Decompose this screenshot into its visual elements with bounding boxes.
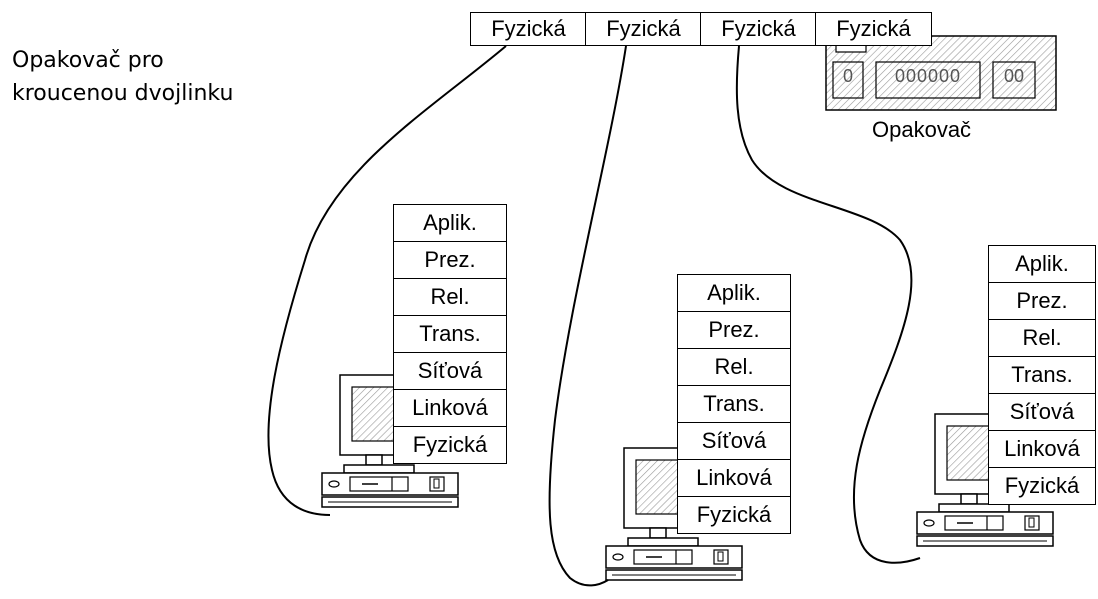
cable-1 — [267, 45, 507, 516]
layer-application: Aplik. — [988, 245, 1096, 283]
cable-2 — [548, 45, 627, 587]
caption-line-2: kroucenou dvojlinku — [12, 81, 234, 106]
layer-application: Aplik. — [677, 274, 791, 312]
layer-session: Rel. — [677, 348, 791, 386]
layer-session: Rel. — [393, 278, 507, 316]
layer-transport: Trans. — [677, 385, 791, 423]
layer-network: Síťová — [677, 422, 791, 460]
caption-line-1: Opakovač pro — [12, 48, 164, 73]
repeater-label: Opakovač — [872, 117, 972, 142]
layer-network: Síťová — [393, 352, 507, 390]
layer-application: Aplik. — [393, 204, 507, 242]
repeater-port-4: Fyzická — [815, 12, 932, 46]
layer-physical: Fyzická — [988, 467, 1096, 505]
layer-presentation: Prez. — [988, 282, 1096, 320]
layer-physical: Fyzická — [677, 496, 791, 534]
layer-session: Rel. — [988, 319, 1096, 357]
layer-network: Síťová — [988, 393, 1096, 431]
layer-datalink: Linková — [393, 389, 507, 427]
layer-presentation: Prez. — [393, 241, 507, 279]
caption: Opakovač pro kroucenou dvojlinku — [12, 44, 233, 110]
repeater-slot-2: 000000 — [894, 66, 962, 86]
repeater-port-3: Fyzická — [700, 12, 817, 46]
layer-transport: Trans. — [393, 315, 507, 353]
repeater-port-2: Fyzická — [585, 12, 702, 46]
repeater-slot-3: 00 — [1003, 66, 1025, 86]
cable-3 — [735, 45, 921, 564]
layer-datalink: Linková — [988, 430, 1096, 468]
repeater-slot-1: 0 — [842, 66, 853, 86]
layer-presentation: Prez. — [677, 311, 791, 349]
layer-transport: Trans. — [988, 356, 1096, 394]
repeater-port-1: Fyzická — [470, 12, 587, 46]
layer-datalink: Linková — [677, 459, 791, 497]
layer-physical: Fyzická — [393, 426, 507, 464]
